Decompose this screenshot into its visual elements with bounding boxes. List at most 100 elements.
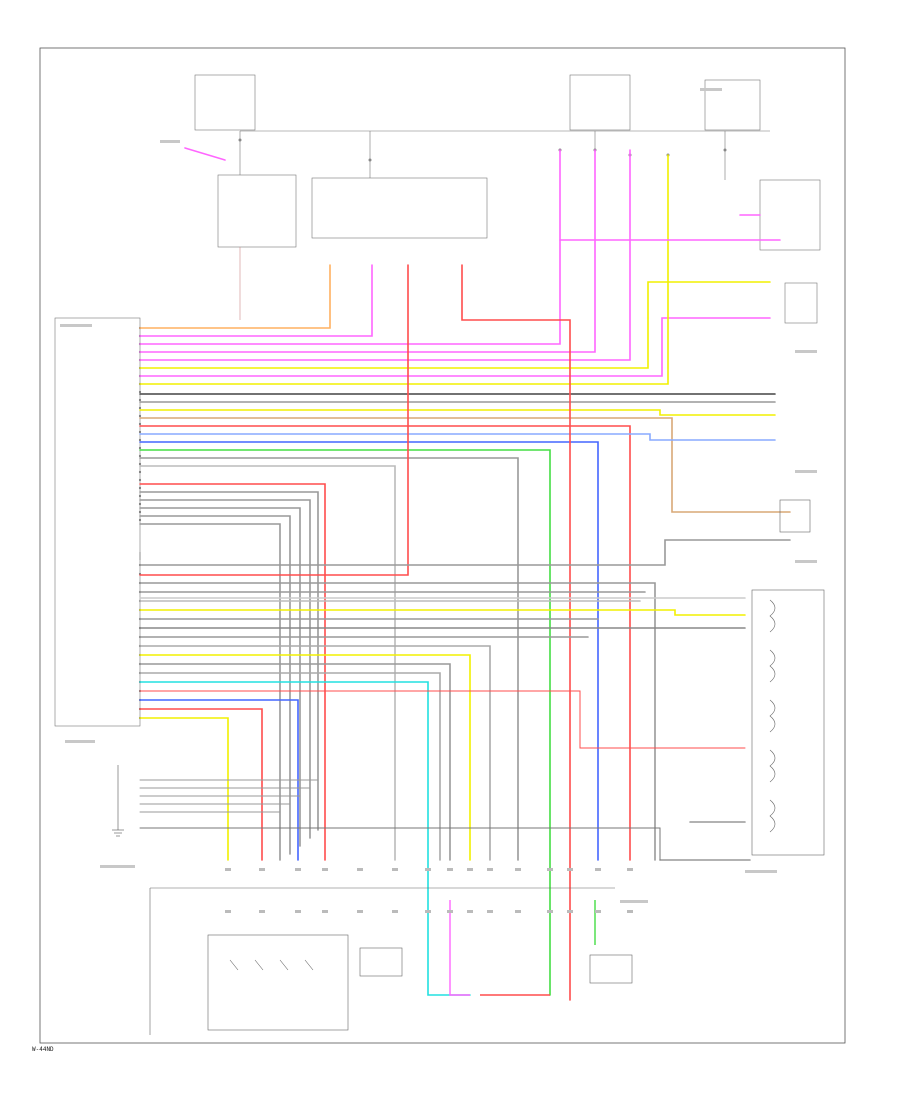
wire-red-vertical — [139, 264, 409, 576]
wire-blue-1 — [139, 441, 599, 861]
bottom-connector-ticks — [225, 868, 633, 913]
wire-pink-2 — [139, 149, 561, 345]
ground-column — [112, 765, 124, 837]
wire-red-top — [461, 264, 571, 1001]
pcm-pin-19 — [138, 478, 142, 482]
wire-yellow-3 — [139, 409, 776, 416]
wire-pink-3 — [139, 149, 596, 353]
bottom-tick-lower-11 — [547, 910, 553, 913]
wire-gray-2 — [139, 457, 519, 861]
pcm-pin-10 — [138, 406, 142, 410]
bottom-tick-lower-5 — [392, 910, 398, 913]
wire-gray-8 — [139, 523, 281, 861]
transmission-connector — [149, 887, 633, 1035]
wire-light-blue-1 — [139, 433, 776, 441]
wire-gray-18 — [139, 672, 441, 861]
wire-gray-10 — [139, 582, 656, 861]
wire-cyan-1 — [139, 681, 471, 996]
pcm-pin-22 — [138, 502, 142, 506]
wire-gray-5 — [139, 499, 311, 839]
fuse-block-right — [569, 74, 631, 131]
wire-orange-1 — [139, 264, 331, 329]
bottom-tick-lower-10 — [515, 910, 521, 913]
bottom-tick-4 — [357, 868, 363, 871]
wire-red-3 — [139, 690, 746, 749]
wire-dark-ground — [139, 827, 661, 861]
bottom-tick-13 — [595, 868, 601, 871]
bottom-tick-8 — [467, 868, 473, 871]
bottom-tick-2 — [295, 868, 301, 871]
wire-red-1 — [139, 425, 631, 861]
solenoid-b — [589, 954, 633, 984]
pcm-pin-16 — [138, 454, 142, 458]
wire-gray-7 — [139, 515, 291, 855]
wire-yellow-5 — [139, 654, 471, 861]
pcm-connector-outline — [54, 317, 141, 727]
bottom-tick-11 — [547, 868, 553, 871]
wire-gray-3 — [139, 465, 396, 861]
pcm-pin-21 — [138, 494, 142, 498]
bottom-loop-wires — [449, 900, 596, 996]
bottom-tick-lower-6 — [425, 910, 431, 913]
pcm-pin-15 — [138, 446, 142, 450]
pcm-pin-14 — [138, 438, 142, 442]
bottom-tick-lower-12 — [567, 910, 573, 913]
wire-green-1 — [139, 449, 551, 996]
bottom-tick-lower-7 — [447, 910, 453, 913]
bottom-tick-lower-4 — [357, 910, 363, 913]
pcm-pin-12 — [138, 422, 142, 426]
fuse-box-row — [311, 177, 488, 239]
bottom-tick-1 — [259, 868, 265, 871]
wire-red-4 — [139, 708, 263, 861]
diagram-frame — [39, 47, 846, 1044]
wire-pink-4 — [139, 149, 631, 361]
pcm-pin-8 — [138, 390, 142, 394]
right-sensor-switch-block — [751, 499, 825, 856]
pcm-pin-17 — [138, 462, 142, 466]
bottom-tick-lower-9 — [487, 910, 493, 913]
wire-gray-6 — [139, 507, 301, 847]
bottom-tick-12 — [567, 868, 573, 871]
footer-code: W-44ND — [32, 1046, 54, 1053]
bottom-tick-3 — [322, 868, 328, 871]
wire-pink-5 — [139, 317, 771, 377]
ignition-module-box — [217, 174, 297, 248]
power-distribution-section — [194, 74, 821, 324]
bottom-tick-0 — [225, 868, 231, 871]
bottom-tick-lower-3 — [322, 910, 328, 913]
bottom-tick-7 — [447, 868, 453, 871]
wire-pink-top-left — [184, 147, 226, 161]
fuse-block-left — [194, 74, 256, 131]
wire-yellow-4 — [139, 609, 746, 616]
bottom-tick-lower-0 — [225, 910, 231, 913]
wire-red-2 — [139, 483, 326, 861]
wire-gray-17 — [139, 663, 451, 861]
bottom-tick-5 — [392, 868, 398, 871]
pcm-pin-11 — [138, 414, 142, 418]
bottom-tick-lower-1 — [259, 910, 265, 913]
bottom-tick-lower-14 — [627, 910, 633, 913]
bottom-tick-lower-2 — [295, 910, 301, 913]
bottom-tick-lower-13 — [595, 910, 601, 913]
wire-harness — [139, 147, 791, 1001]
pcm-pin-9 — [138, 398, 142, 402]
wire-pink-1 — [139, 264, 373, 337]
fuse-block-far-right — [704, 79, 761, 131]
bottom-tick-10 — [515, 868, 521, 871]
bottom-tick-9 — [487, 868, 493, 871]
pcm-pin-18 — [138, 470, 142, 474]
pcm-pin-13 — [138, 430, 142, 434]
wire-yellow-1 — [139, 281, 771, 369]
top-terminal-marks — [238, 138, 727, 162]
pcm-pin-24 — [138, 518, 142, 522]
wire-gray-4 — [139, 491, 319, 831]
wire-blue-2 — [139, 699, 299, 861]
wire-yellow-2 — [139, 154, 669, 385]
bottom-tick-6 — [425, 868, 431, 871]
wire-gray-16 — [139, 645, 491, 861]
pcm-pin-20 — [138, 486, 142, 490]
bottom-tick-lower-8 — [467, 910, 473, 913]
pcm-pin-23 — [138, 510, 142, 514]
